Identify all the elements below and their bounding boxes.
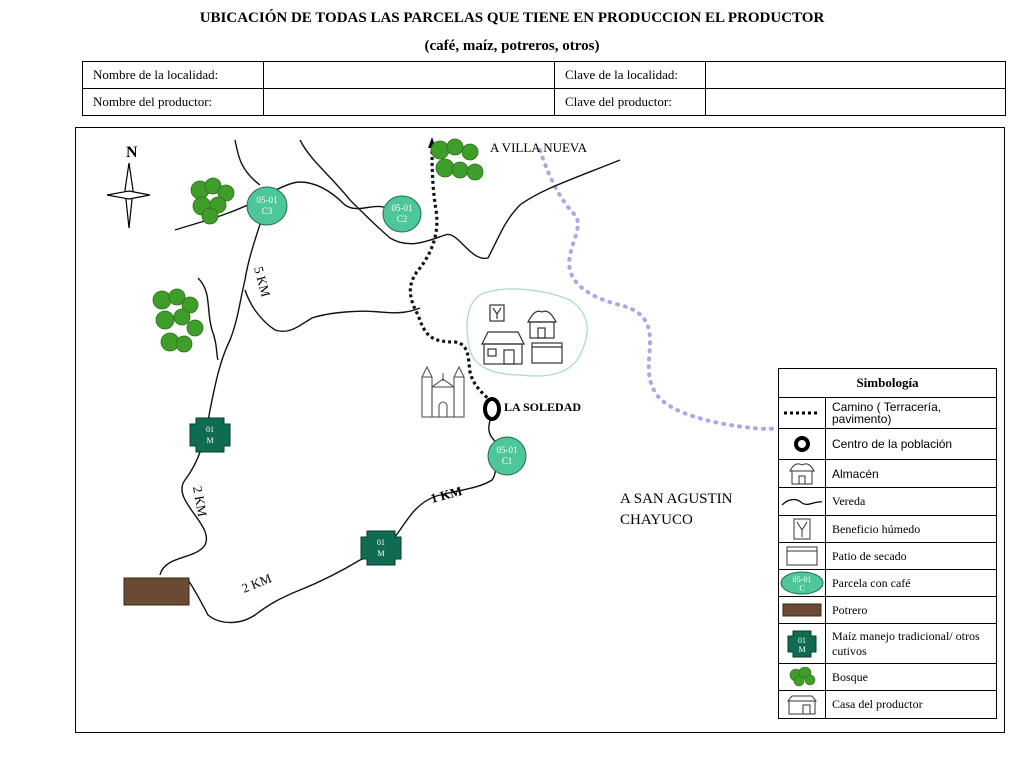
house-icon [787, 695, 817, 714]
page-title: UBICACIÓN DE TODAS LAS PARCELAS QUE TIEN… [199, 10, 825, 26]
path-icon [781, 498, 823, 505]
forest-icon [430, 138, 484, 181]
svg-text:M: M [206, 436, 213, 445]
legend-label: Centro de la población [825, 428, 997, 460]
dirt-road [408, 144, 497, 407]
forest-icon [789, 667, 816, 687]
page-subtitle: (café, maíz, potreros, otros) [424, 38, 600, 54]
destination-san-agustin: A SAN AGUSTIN [620, 491, 733, 507]
store-icon [789, 462, 815, 484]
drying-patio-icon [786, 546, 818, 566]
legend-label: Maíz manejo tradicional/ otros cutivos [825, 623, 997, 664]
north-label: N [126, 144, 138, 161]
house-icon [481, 331, 525, 365]
legend-label: Patio de secado [825, 542, 997, 570]
drying-patio-icon [531, 342, 563, 364]
svg-text:05-01: 05-01 [257, 195, 278, 205]
forest-icon [152, 288, 204, 353]
wet-mill-icon [489, 304, 505, 322]
distance-label: 1 KM [429, 483, 464, 506]
coffee-parcel-c2[interactable]: 05-01 C2 [382, 195, 422, 233]
north-arrow-icon [106, 162, 151, 229]
svg-text:C1: C1 [502, 456, 513, 466]
coffee-parcel-c3[interactable]: 05-01 C3 [246, 186, 288, 226]
producer-code-label: Clave del productor: [554, 88, 706, 116]
distance-label: 2 KM [240, 570, 274, 596]
destination-chayuco: CHAYUCO [620, 512, 693, 528]
svg-text:05-01: 05-01 [497, 445, 518, 455]
svg-text:C3: C3 [262, 206, 273, 216]
river-line [538, 148, 780, 431]
svg-text:C2: C2 [397, 214, 408, 224]
legend-label: Vereda [825, 487, 997, 516]
legend-label: Bosque [825, 663, 997, 691]
destination-villa-nueva: A VILLA NUEVA [490, 140, 588, 155]
maize-parcel-1[interactable]: 01 M [189, 417, 231, 453]
distance-label: 5 KM [251, 265, 274, 299]
svg-text:05-01: 05-01 [392, 203, 413, 213]
legend-label: Almacén [825, 459, 997, 488]
svg-text:01: 01 [377, 538, 385, 547]
legend-label: Camino ( Terracería, pavimento) [825, 397, 997, 429]
coffee-parcel-icon: 05-01C [780, 571, 824, 595]
pasture-icon [123, 577, 190, 606]
pasture-icon [782, 603, 822, 617]
path-network [159, 139, 621, 624]
producer-code-field[interactable] [705, 88, 1006, 116]
legend-label: Beneficio húmedo [825, 515, 997, 543]
header-form: Nombre de la localidad: Clave de la loca… [82, 61, 1006, 116]
maize-parcel-icon: 01M [787, 630, 817, 657]
svg-text:M: M [798, 645, 805, 654]
church-icon [421, 365, 465, 418]
dotted-road-icon [784, 411, 820, 415]
forest-icon [190, 177, 235, 225]
town-label: LA SOLEDAD [504, 400, 581, 414]
store-icon [527, 310, 557, 339]
distance-label: 2 KM [190, 485, 210, 518]
maize-parcel-2[interactable]: 01 M [360, 530, 402, 566]
town-area [466, 288, 588, 377]
town-center-icon [794, 436, 810, 452]
legend-title: Simbología [778, 368, 997, 398]
legend-label: Casa del productor [825, 690, 997, 719]
town-center-icon [483, 397, 501, 421]
legend-label: Parcela con café [825, 569, 997, 597]
svg-text:M: M [377, 549, 384, 558]
locality-code-label: Clave de la localidad: [554, 61, 706, 89]
svg-text:01: 01 [798, 636, 806, 645]
wet-mill-icon [793, 518, 811, 540]
locality-name-label: Nombre de la localidad: [82, 61, 264, 89]
coffee-parcel-c1[interactable]: 05-01 C1 [487, 436, 527, 476]
legend-label: Potrero [825, 596, 997, 624]
svg-text:01: 01 [206, 425, 214, 434]
svg-text:C: C [799, 584, 804, 593]
legend: Simbología Camino ( Terracería, paviment… [778, 368, 997, 719]
svg-text:05-01: 05-01 [793, 575, 812, 584]
map-frame [75, 127, 1005, 733]
